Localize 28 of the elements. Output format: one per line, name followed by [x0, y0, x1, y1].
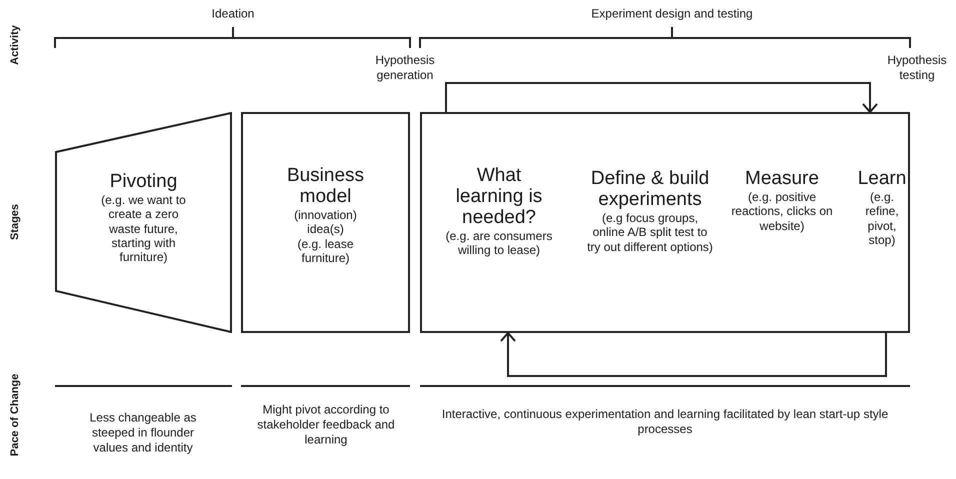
- stage-description: (e.g. positive reactions, clicks on website): [730, 190, 834, 234]
- stage-group-box: [420, 112, 910, 333]
- trapezoid-stage: [55, 112, 232, 333]
- stage-heading: Measure: [744, 169, 820, 190]
- stage-description: (e.g focus groups, online A/B split test to try out different options): [586, 210, 714, 254]
- stage-heading: Business model: [286, 166, 366, 208]
- row-label: Stages: [8, 204, 22, 240]
- stage-description: (innovation) idea(s): [293, 208, 358, 237]
- stage-heading: Pivoting: [108, 172, 178, 193]
- stage-box: [241, 112, 410, 333]
- stage-heading: What learning is needed?: [454, 166, 544, 229]
- annotation-text: Experiment design and testing: [590, 6, 754, 22]
- feedback-arrow: [445, 82, 878, 113]
- annotation-text: Might pivot according to stakeholder feedback and learning: [256, 402, 396, 448]
- stage-description: (e.g. are consumers willing to lease): [444, 228, 554, 258]
- annotation-text: Interactive, continuous experimentation and learning facilitated by lean start-up style processes: [440, 407, 890, 437]
- annotation-text: Ideation: [210, 6, 256, 22]
- stage-heading: Define & build experiments: [590, 169, 710, 211]
- feedback-arrow: [500, 332, 887, 377]
- stage-description: (e.g. refine, pivot, stop): [864, 190, 900, 248]
- stage-description: (e.g. lease furniture): [296, 236, 355, 266]
- annotation-text: Hypothesis testing: [886, 53, 948, 83]
- row-label: Activity: [8, 25, 22, 65]
- annotation-text: Less changeable as steeped in flounder values and identity: [88, 410, 198, 456]
- row-label: Pace of Change: [8, 374, 22, 456]
- annotation-text: Hypothesis generation: [374, 53, 436, 83]
- stage-heading: Learn: [856, 169, 908, 190]
- stage-description: (e.g. we want to create a zero waste future, starting with furniture): [100, 192, 187, 265]
